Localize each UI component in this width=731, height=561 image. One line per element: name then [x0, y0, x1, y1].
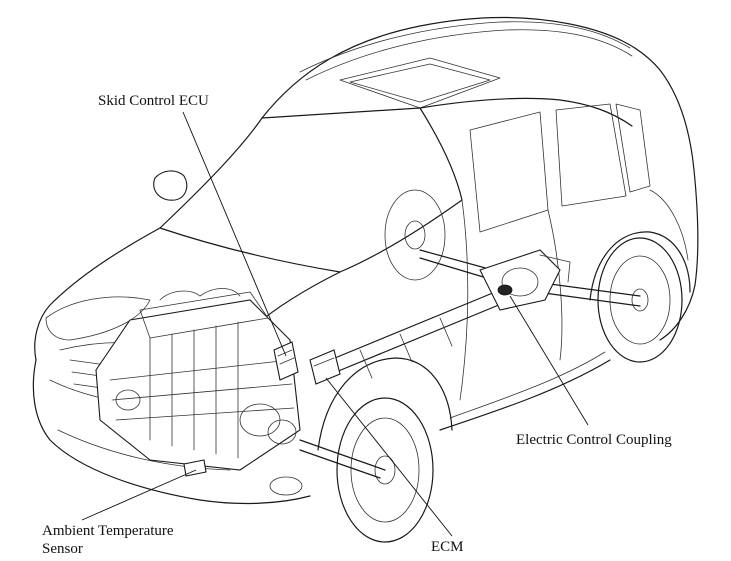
skid-control-ecu-unit — [273, 341, 299, 381]
leader-lines — [81, 111, 589, 537]
engine-block — [95, 288, 301, 471]
ambient-temperature-sensor-label-line2: Sensor — [42, 541, 83, 557]
leader-electric-control-coupling — [509, 295, 589, 426]
front-right-wheel — [384, 189, 446, 281]
front-axle — [299, 439, 386, 479]
ambient-temperature-sensor-unit — [183, 459, 207, 477]
rear-right-wheel — [597, 237, 683, 363]
leader-ambient-temperature-sensor — [81, 469, 197, 521]
leader-ecm — [325, 377, 453, 537]
ecm-label: ECM — [431, 539, 464, 555]
front-left-wheel — [336, 397, 434, 543]
ambient-temperature-sensor-label: Ambient Temperature Sensor — [42, 522, 174, 558]
electric-control-coupling-unit — [479, 249, 571, 311]
skid-control-ecu-label: Skid Control ECU — [98, 93, 209, 109]
electric-control-coupling-label: Electric Control Coupling — [516, 432, 672, 448]
ecm-unit — [309, 349, 341, 385]
propeller-shaft — [329, 289, 507, 379]
ambient-temperature-sensor-label-line1: Ambient Temperature — [42, 523, 174, 539]
leader-skid-control-ecu — [182, 111, 287, 357]
